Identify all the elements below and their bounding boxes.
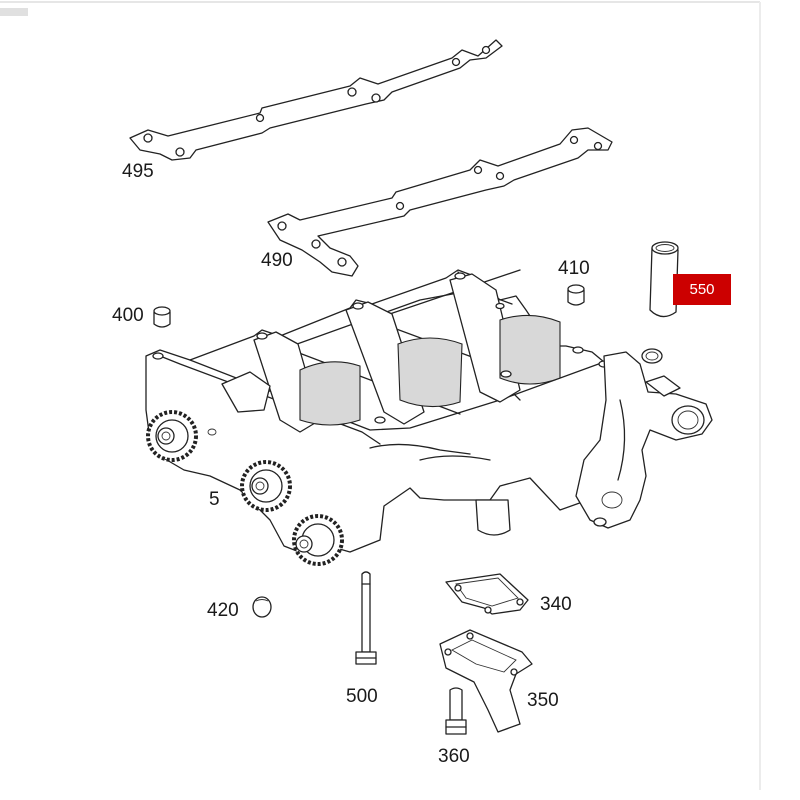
highlight-badge-bg: [673, 274, 731, 305]
gear-front-bottom: [292, 514, 344, 566]
oil-pump: [575, 348, 713, 529]
gear-front-top: [146, 410, 198, 462]
balancer-housing: [145, 269, 613, 561]
label-410: 410: [558, 258, 590, 279]
label-420: 420: [207, 600, 239, 621]
sleeve-410: [567, 284, 585, 306]
strainer-350: [439, 629, 533, 733]
label-360: 360: [438, 746, 470, 767]
label-5: 5: [209, 489, 220, 510]
plug-420: [252, 596, 272, 618]
tube-550: [649, 241, 679, 318]
corner-mark: [0, 8, 28, 16]
gasket-340: [445, 573, 529, 615]
bolt-360: [445, 687, 467, 735]
bolt-500: [355, 571, 377, 665]
label-400: 400: [112, 305, 144, 326]
label-500: 500: [346, 686, 378, 707]
label-350: 350: [527, 690, 559, 711]
gasket-495: [129, 39, 503, 161]
label-495: 495: [122, 161, 154, 182]
gear-front-middle: [240, 460, 292, 512]
label-550: 550: [689, 281, 715, 298]
label-340: 340: [540, 594, 572, 615]
label-490: 490: [261, 250, 293, 271]
sleeve-400: [153, 306, 171, 328]
gasket-490: [267, 127, 613, 277]
